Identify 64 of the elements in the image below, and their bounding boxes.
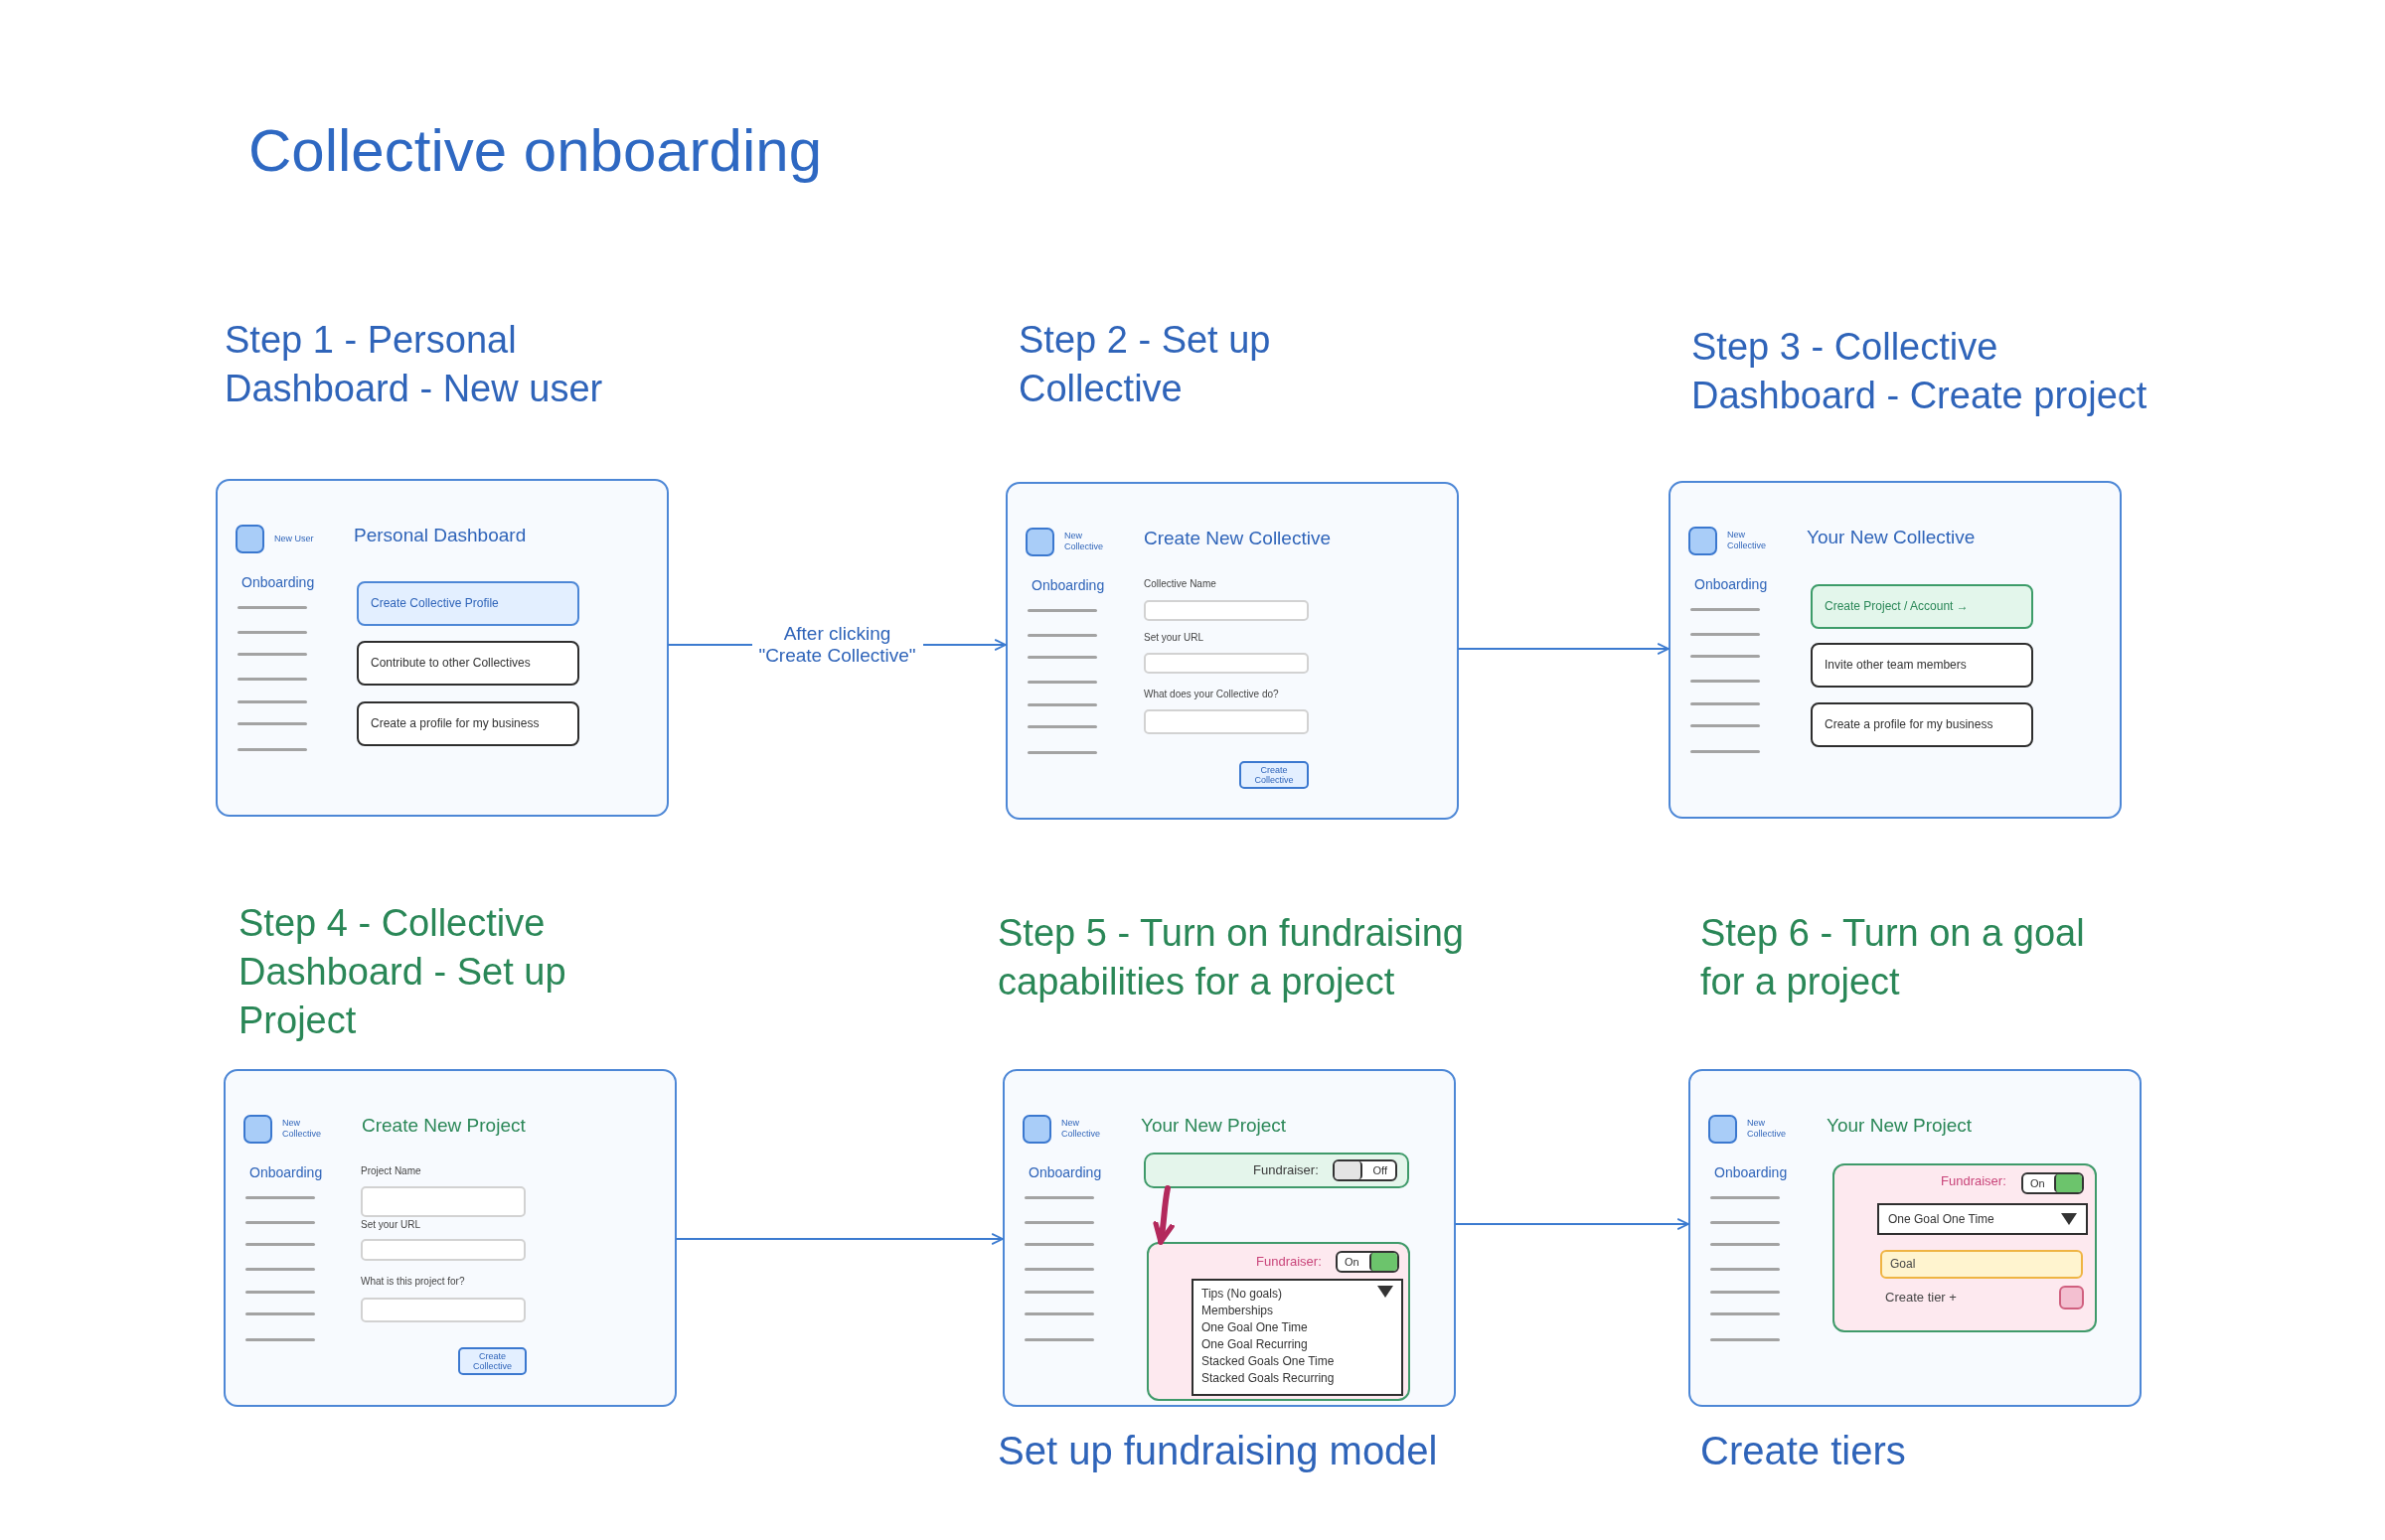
toggle-switch: Off xyxy=(1333,1159,1397,1181)
field-label: Collective Name xyxy=(1144,578,1216,590)
dropdown-option: Stacked Goals One Time xyxy=(1201,1353,1335,1370)
step-heading: Step 3 - Collective Dashboard - Create project xyxy=(1691,325,2148,418)
option-button: Create a profile for my business xyxy=(1811,702,2033,747)
screen-title: Create New Collective xyxy=(1144,528,1331,549)
page-title: Collective onboarding xyxy=(248,116,823,186)
field-label: What does your Collective do? xyxy=(1144,689,1279,700)
step-heading: Step 5 - Turn on fundraising capabilities for a project xyxy=(998,911,1465,1004)
field-label: What is this project for? xyxy=(361,1276,465,1288)
toggle-panel xyxy=(1144,1153,1409,1188)
account-name: New Collective xyxy=(1727,530,1767,551)
submit-button: Create Collective xyxy=(458,1347,527,1375)
toggle-label: Fundraiser: xyxy=(1256,1254,1322,1270)
add-tier-link: Create tier + xyxy=(1885,1290,1957,1306)
toggle-switch: On xyxy=(2021,1172,2084,1194)
dropdown-select: One Goal One Time xyxy=(1877,1203,2088,1235)
account-name: New Collective xyxy=(1747,1118,1787,1140)
arrow xyxy=(1455,1218,1689,1230)
account-name: New User xyxy=(274,533,314,544)
account-name: New Collective xyxy=(282,1118,322,1140)
dropdown-option: One Goal One Time xyxy=(1201,1319,1308,1336)
option-button: Create Project / Account → xyxy=(1811,584,2033,629)
sidebar-heading: Onboarding xyxy=(1029,1164,1102,1181)
option-button: Contribute to other Collectives xyxy=(357,641,579,686)
dropdown-option: One Goal Recurring xyxy=(1201,1336,1308,1353)
field-label: Set your URL xyxy=(1144,632,1204,644)
screen-title: Personal Dashboard xyxy=(354,525,527,546)
step-heading: Step 2 - Set up Collective xyxy=(1019,318,1272,411)
arrow xyxy=(1458,643,1670,655)
toggle-label: Fundraiser: xyxy=(1253,1162,1319,1178)
screen-title: Your New Project xyxy=(1827,1115,1973,1137)
option-button: Invite other team members xyxy=(1811,643,2033,688)
arrow xyxy=(676,1233,1004,1245)
sidebar-heading: Onboarding xyxy=(1714,1164,1788,1181)
option-button: Create a profile for my business xyxy=(357,701,579,746)
input-field: Goal xyxy=(1880,1250,2083,1279)
option-button: Create Collective Profile xyxy=(357,581,579,626)
step-heading: Step 4 - Collective Dashboard - Set up Project xyxy=(238,901,567,1043)
dropdown-list xyxy=(1192,1279,1403,1396)
sidebar-heading: Onboarding xyxy=(241,574,315,591)
account-name: New Collective xyxy=(1064,531,1104,552)
sidebar-heading: Onboarding xyxy=(249,1164,323,1181)
sidebar-heading: Onboarding xyxy=(1694,576,1768,593)
dropdown-option: Tips (No goals) xyxy=(1201,1286,1282,1303)
step-caption: Set up fundraising model xyxy=(998,1428,1438,1474)
dropdown-option: Stacked Goals Recurring xyxy=(1201,1370,1335,1387)
screen-title: Your New Project xyxy=(1141,1115,1287,1137)
toggle-panel xyxy=(1832,1163,2097,1332)
submit-button: Create Collective xyxy=(1239,761,1309,789)
field-label: Set your URL xyxy=(361,1219,421,1231)
dropdown-option: Memberships xyxy=(1201,1303,1274,1319)
sidebar-heading: Onboarding xyxy=(1032,577,1105,594)
step-heading: Step 6 - Turn on a goal for a project xyxy=(1700,911,2086,1004)
toggle-switch: On xyxy=(1336,1251,1399,1273)
screen-title: Create New Project xyxy=(362,1115,526,1137)
account-name: New Collective xyxy=(1061,1118,1101,1140)
step-caption: Create tiers xyxy=(1700,1428,1906,1474)
toggle-label: Fundraiser: xyxy=(1941,1173,2006,1189)
toggle-panel xyxy=(1147,1242,1410,1401)
arrow xyxy=(1153,1185,1175,1245)
step-heading: Step 1 - Personal Dashboard - New user xyxy=(225,318,604,411)
field-label: Project Name xyxy=(361,1165,421,1177)
screen-title: Your New Collective xyxy=(1807,527,1976,548)
